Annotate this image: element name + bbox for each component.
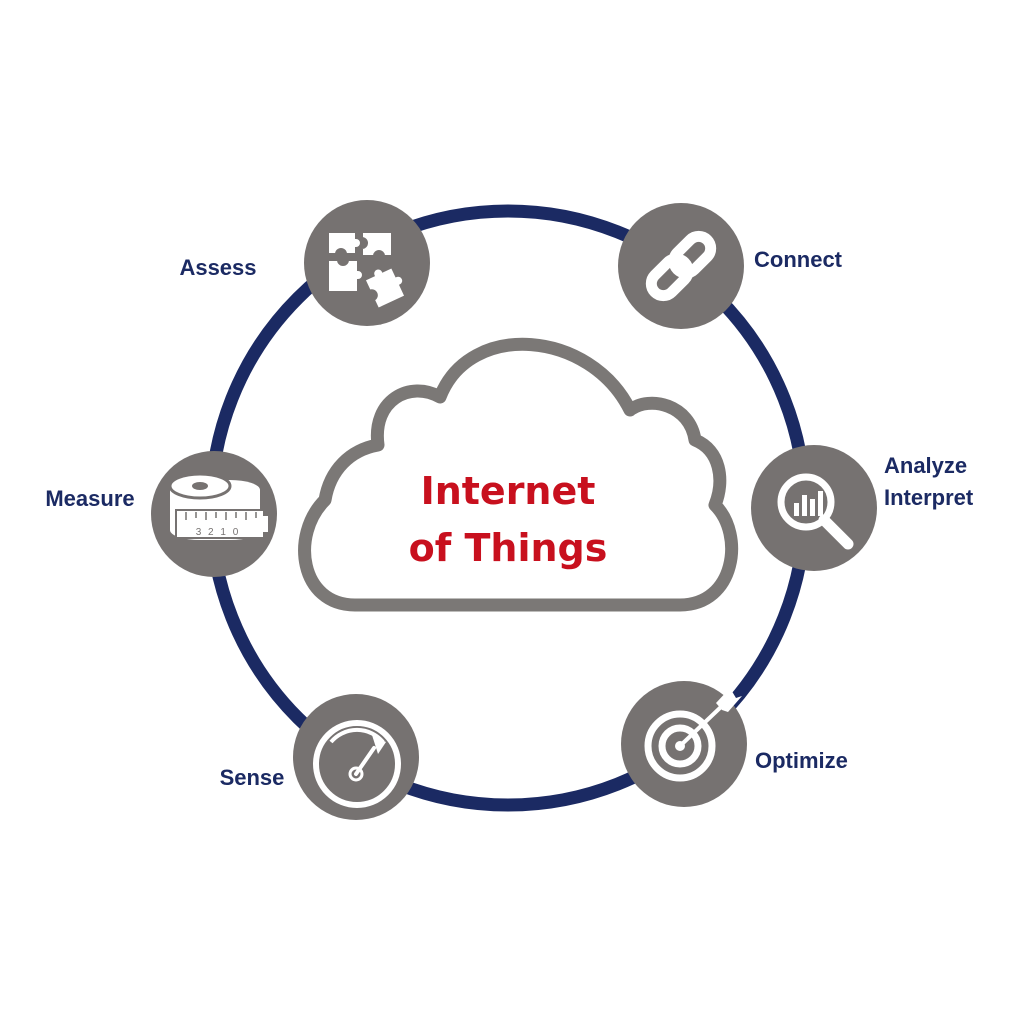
assess-circle: [304, 200, 430, 326]
chain-link-icon: [645, 230, 717, 302]
analyze-label-line1: Analyze: [884, 453, 967, 478]
node-connect: Connect: [618, 203, 843, 329]
center-title-line2: of Things: [409, 526, 608, 570]
target-arrow-icon: [644, 688, 742, 782]
node-optimize: Optimize: [621, 681, 848, 807]
sense-label: Sense: [220, 765, 285, 790]
tape-scale-digits: 3 2 1 0: [196, 527, 241, 538]
node-assess: Assess: [179, 200, 430, 326]
optimize-label: Optimize: [755, 748, 848, 773]
measure-label: Measure: [45, 486, 134, 511]
puzzle-icon: [327, 231, 407, 311]
connect-label: Connect: [754, 247, 843, 272]
assess-label: Assess: [179, 255, 256, 280]
cloud-shape: [298, 337, 739, 612]
tape-measure-icon: 3 2 1 0: [168, 472, 268, 540]
node-measure: 3 2 1 0 Measure: [45, 451, 277, 577]
analyze-label-line2: Interpret: [884, 485, 974, 510]
magnifier-chart-icon: [777, 473, 854, 550]
center-title-line1: Internet: [421, 469, 596, 513]
gauge-icon: [313, 720, 401, 808]
node-sense: Sense: [220, 694, 419, 820]
node-analyze: Analyze Interpret: [751, 445, 974, 571]
